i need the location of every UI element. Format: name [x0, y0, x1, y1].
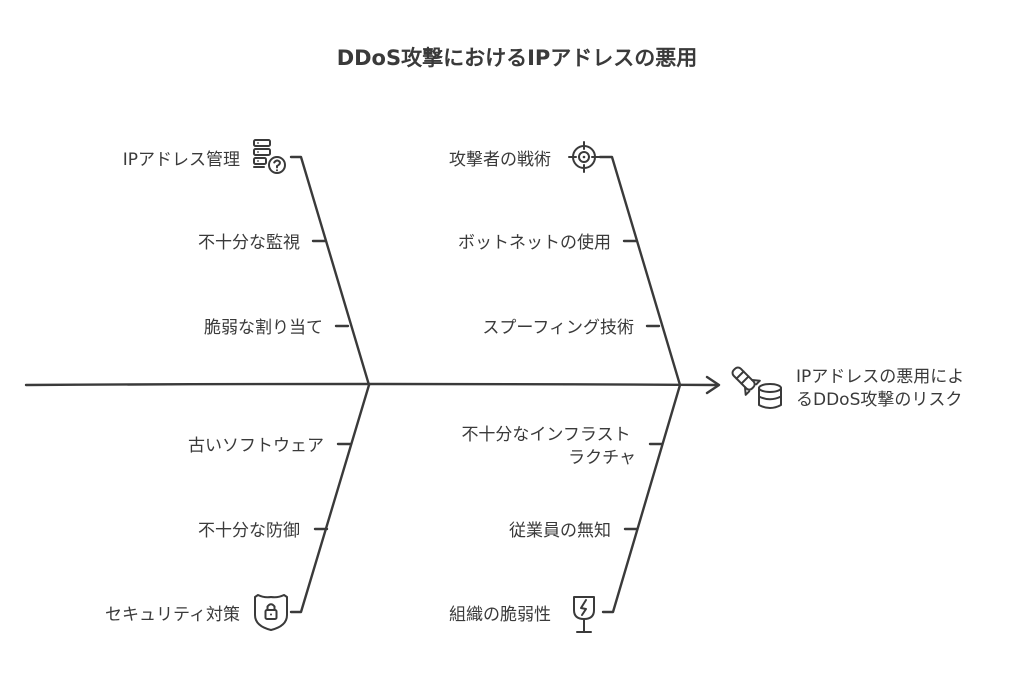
cause-label: スプーフィング技術 — [482, 318, 634, 338]
cause-label: 不十分な防御 — [198, 521, 300, 541]
bone-attacker-tactics — [598, 155, 682, 387]
spine-arrowhead — [705, 375, 721, 395]
effect-label-line: るDDoS攻撃のリスク — [796, 390, 962, 410]
cause-label-line: 不十分なインフラスト — [461, 425, 630, 445]
cause-label: 従業員の無知 — [509, 521, 611, 541]
diagram-title: DDoS攻撃におけるIPアドレスの悪用 — [337, 46, 698, 70]
spine-line — [24, 382, 720, 387]
missile-database-icon — [731, 366, 782, 409]
bone-security-measures — [289, 383, 371, 614]
cause-label: 不十分なインフラスト ラクチャ — [461, 425, 636, 468]
category-label-security-measures: セキュリティ対策 — [105, 605, 240, 625]
server-question-icon — [253, 139, 286, 174]
cause-label: 脆弱な割り当て — [204, 318, 323, 338]
cause-label: 不十分な監視 — [198, 233, 300, 253]
category-label-ip-management: IPアドレス管理 — [123, 150, 240, 170]
bone-ip-management — [289, 155, 371, 387]
effect-label-line: IPアドレスの悪用によ — [796, 367, 964, 387]
cause-label-line: ラクチャ — [568, 448, 636, 468]
category-label-attacker-tactics: 攻撃者の戦術 — [449, 150, 551, 170]
shield-lock-icon — [254, 594, 288, 631]
effect-label: IPアドレスの悪用によ るDDoS攻撃のリスク — [796, 367, 970, 410]
category-label-organizational-vulnerability: 組織の脆弱性 — [449, 605, 551, 625]
cause-label: ボットネットの使用 — [458, 232, 611, 253]
crosshair-target-icon — [568, 141, 600, 173]
broken-glass-icon — [573, 596, 595, 633]
cause-label: 古いソフトウェア — [188, 436, 324, 456]
bone-organizational-vulnerability — [601, 383, 682, 614]
